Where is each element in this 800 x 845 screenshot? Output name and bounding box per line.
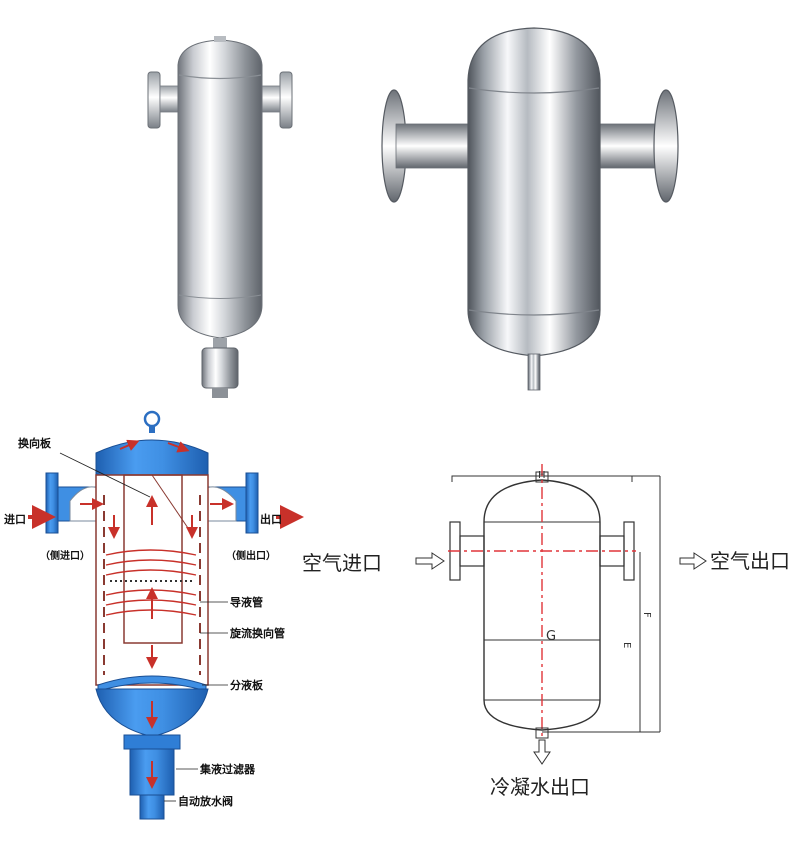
dim-e: E — [621, 642, 632, 648]
dim-g: G — [546, 629, 556, 644]
separator-photo-small — [130, 20, 310, 400]
label-air-outlet: 空气出口 — [710, 549, 790, 573]
label-collector-filter: 集液过滤器 — [199, 762, 256, 776]
separator-photo-large — [378, 20, 690, 400]
label-drain-pipe: 导液管 — [230, 595, 263, 609]
dim-h: H — [538, 470, 546, 481]
label-auto-drain-valve: 自动放水阀 — [178, 794, 233, 808]
label-side-inlet: （侧进口） — [40, 549, 90, 562]
label-air-inlet: 空气进口 — [302, 551, 382, 575]
label-separator-plate: 分液板 — [230, 678, 264, 692]
label-side-outlet: （侧出口） — [226, 549, 276, 562]
lifting-eye — [143, 410, 161, 428]
cutaway-diagram: 换向板 进口 （侧进口） 出口 （侧出口） 导液管 旋流换向管 分液板 集液过滤… — [0, 405, 330, 835]
label-inlet: 进口 — [4, 512, 26, 526]
label-outlet: 出口 — [260, 512, 282, 526]
outlet-arrow — [679, 552, 707, 570]
label-baffle: 换向板 — [18, 436, 52, 450]
dimension-drawing: H G F E 空气进口 空气出口 冷凝水出口 — [300, 460, 800, 841]
label-condensate-outlet: 冷凝水出口 — [490, 775, 590, 799]
top-head — [95, 439, 209, 476]
dim-f: F — [641, 612, 652, 618]
condensate-arrow — [533, 739, 551, 765]
inlet-arrow — [415, 552, 445, 570]
label-swirl-tube: 旋流换向管 — [229, 626, 285, 640]
